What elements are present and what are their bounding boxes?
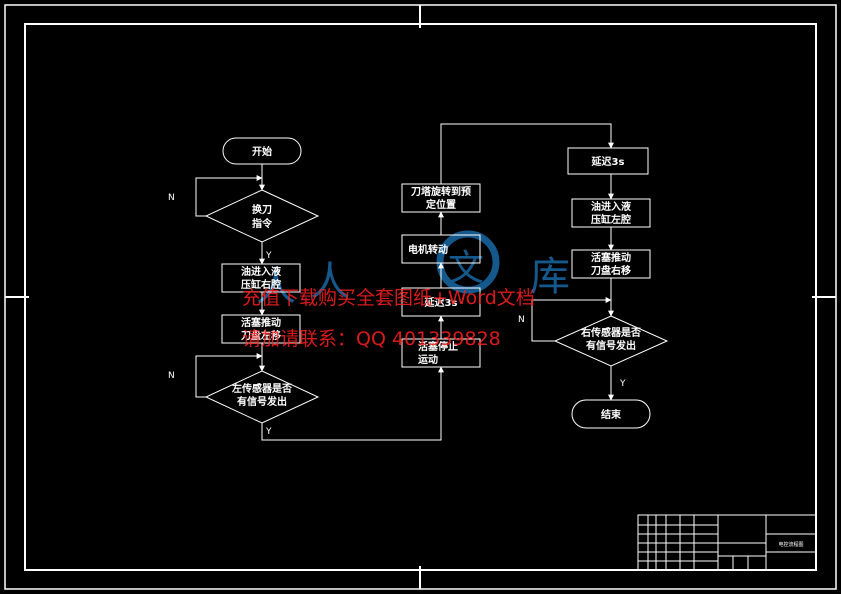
loop-n-3 [531, 297, 612, 342]
y-label-2: Y [265, 427, 272, 437]
y-label-3: Y [619, 379, 626, 389]
centering-marks [5, 5, 836, 589]
piston-stop-label-1: 活塞停止 [418, 340, 458, 353]
end-terminal [571, 399, 651, 429]
right-sensor-label-1: 右传感器是否 [580, 326, 641, 339]
motor-rotate-label: 电机转动 [408, 243, 448, 256]
piston-right-label-1: 活塞推动 [591, 251, 631, 264]
oil-right-label-1: 油进入液 [241, 265, 281, 278]
n-label-2: N [168, 371, 175, 381]
tool-rotate-label-1: 刀塔旋转到预 [411, 185, 471, 198]
right-sensor-label-2: 有信号发出 [586, 339, 636, 352]
logo-glyph-3: 文 [448, 248, 484, 289]
watermark-logo: 人 人 文 库 [256, 230, 570, 310]
start-label: 开始 [252, 145, 272, 158]
loop-n-1 [195, 175, 263, 217]
piston-left-box [221, 314, 301, 344]
loop-n-2 [195, 353, 263, 398]
left-sensor-label-2: 有信号发出 [237, 395, 287, 408]
tool-change-label-1: 换刀 [252, 203, 272, 216]
logo-glyph-2: 人 [310, 259, 350, 305]
tool-rotate-label-2: 定位置 [426, 198, 456, 211]
end-label: 结束 [601, 408, 622, 421]
oil-left-label-2: 压缸左腔 [591, 213, 631, 226]
n-label-3: N [518, 315, 525, 325]
y-label-1: Y [265, 251, 272, 261]
piston-stop-label-2: 运动 [418, 353, 438, 366]
delay-right-box [567, 147, 649, 175]
connector-mid-right [440, 123, 614, 184]
piston-left-label-1: 活塞推动 [241, 316, 281, 329]
delay-mid-label: 延迟3s [424, 296, 458, 309]
piston-right-label-2: 刀盘右移 [591, 264, 631, 277]
n-label-1: N [168, 193, 175, 203]
piston-left-label-2: 刀盘左移 [241, 329, 281, 342]
watermark-line-1: 充值下载购买全套图纸+Word文档 [242, 287, 535, 309]
left-sensor-label-1: 左传感器是否 [231, 382, 292, 395]
title-block [637, 514, 817, 571]
oil-right-box [221, 263, 301, 293]
watermark-line-2: 请加请联系：QQ 401339828 [242, 328, 501, 350]
logo-glyph-1: 人 [256, 264, 296, 310]
title-block-name: 电控流程图 [778, 541, 803, 548]
connector-left-mid [261, 366, 444, 441]
oil-right-label-2: 压缸右腔 [241, 278, 281, 291]
logo-glyph-4: 库 [530, 254, 570, 300]
tool-change-decision [204, 189, 320, 243]
delay-right-label: 延迟3s [591, 155, 625, 168]
tool-change-label-2: 指令 [252, 217, 273, 230]
oil-left-label-1: 油进入液 [591, 200, 631, 213]
